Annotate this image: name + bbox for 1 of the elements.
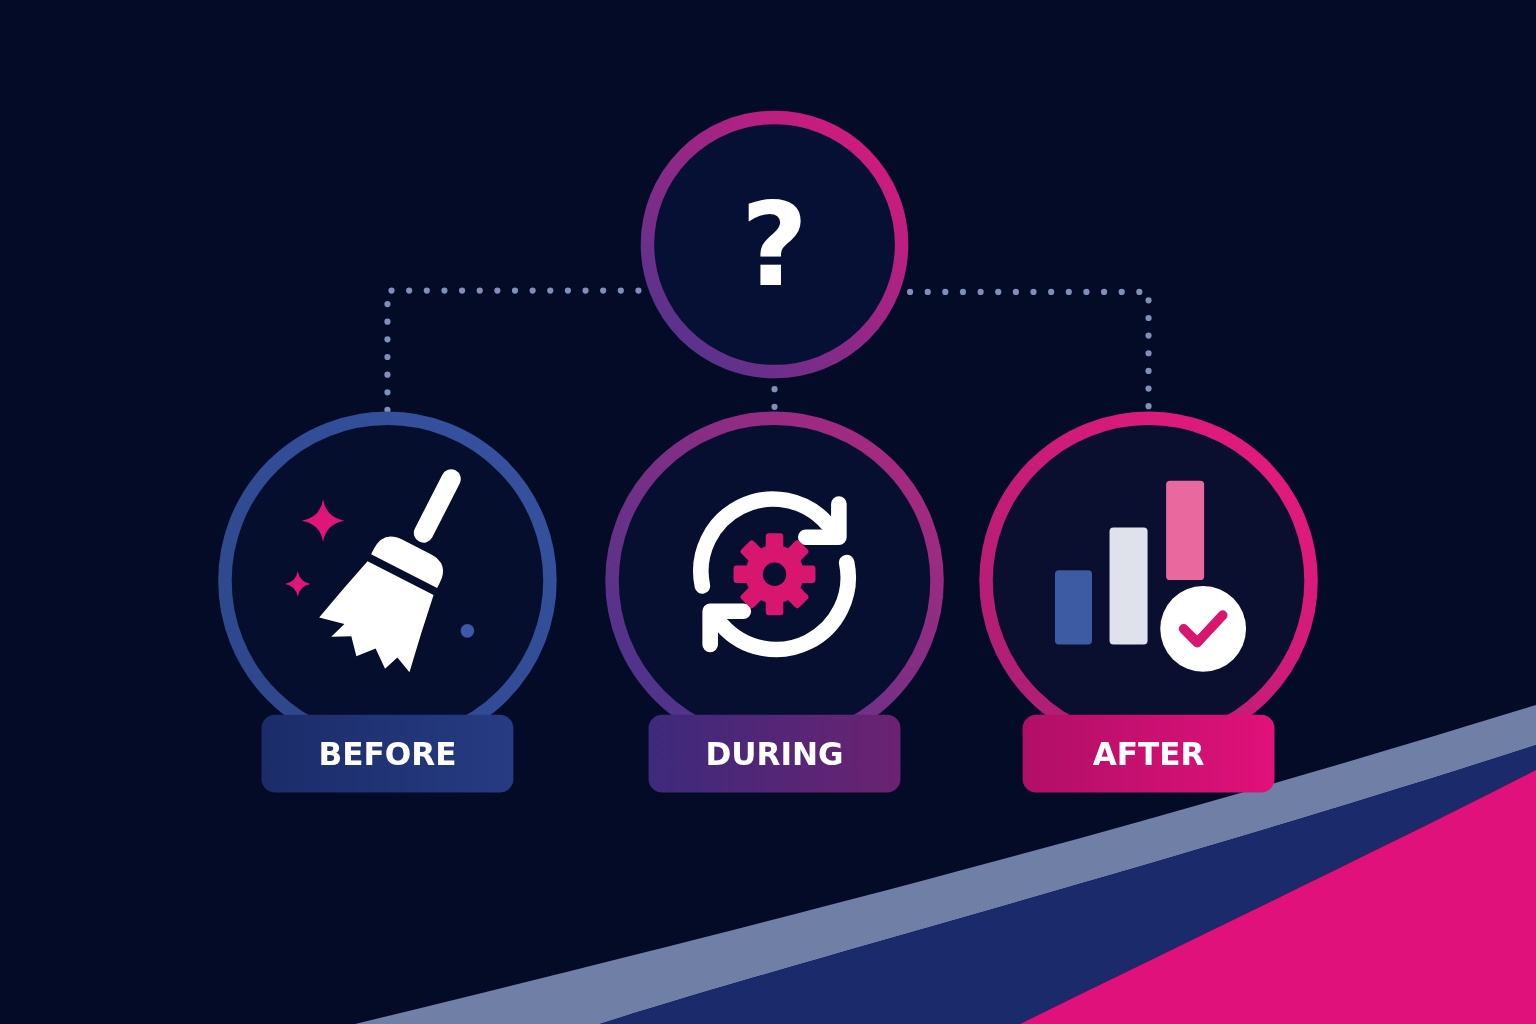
node-circle: ?: [640, 110, 909, 379]
